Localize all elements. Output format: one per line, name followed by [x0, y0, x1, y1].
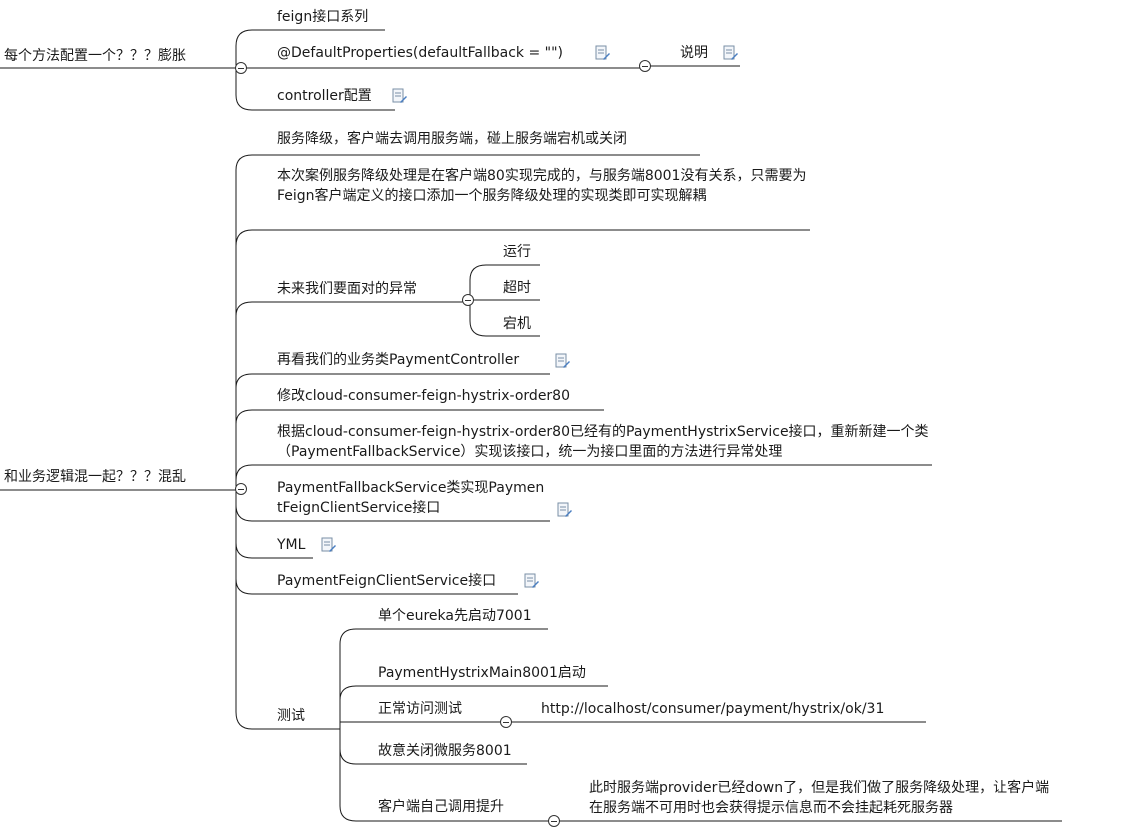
- topic-method-config[interactable]: 每个方法配置一个？？？膨胀: [4, 48, 186, 64]
- node-exception-runtime[interactable]: 运行: [503, 244, 531, 260]
- note-icon[interactable]: [554, 353, 570, 369]
- node-client-self-call-desc[interactable]: 此时服务端provider已经down了，但是我们做了服务降级处理，让客户端在服…: [589, 780, 1050, 816]
- node-start-hystrix-main[interactable]: PaymentHystrixMain8001启动: [378, 665, 586, 681]
- node-feign-interface-series[interactable]: feign接口系列: [277, 9, 369, 25]
- note-icon[interactable]: [556, 502, 572, 518]
- node-service-degradation[interactable]: 服务降级，客户端去调用服务端，碰上服务端宕机或关闭: [277, 131, 627, 147]
- node-normal-access-test[interactable]: 正常访问测试: [378, 701, 462, 717]
- collapse-toggle[interactable]: [235, 62, 247, 74]
- collapse-toggle[interactable]: [548, 815, 560, 827]
- node-yml[interactable]: YML: [277, 537, 306, 553]
- topic-business-logic-mixed[interactable]: 和业务逻辑混一起？？？混乱: [4, 469, 186, 485]
- node-client-self-call[interactable]: 客户端自己调用提升: [378, 799, 504, 815]
- node-case-description[interactable]: 本次案例服务降级处理是在客户端80实现完成的，与服务端8001没有关系，只需要为…: [277, 168, 807, 204]
- node-future-exceptions[interactable]: 未来我们要面对的异常: [277, 281, 417, 297]
- node-test-url[interactable]: http://localhost/consumer/payment/hystri…: [541, 701, 885, 717]
- node-exception-down[interactable]: 宕机: [503, 316, 531, 332]
- node-modify-order80[interactable]: 修改cloud-consumer-feign-hystrix-order80: [277, 388, 571, 404]
- node-fallback-service-desc[interactable]: 根据cloud-consumer-feign-hystrix-order80已经…: [277, 424, 929, 460]
- node-exception-timeout[interactable]: 超时: [503, 280, 531, 296]
- collapse-toggle[interactable]: [462, 294, 474, 306]
- note-icon[interactable]: [722, 45, 738, 61]
- node-controller-config[interactable]: controller配置: [277, 88, 372, 104]
- node-fallback-impl[interactable]: PaymentFallbackService类实现PaymentFeignCli…: [277, 480, 545, 516]
- note-icon[interactable]: [594, 45, 610, 61]
- note-icon[interactable]: [523, 573, 539, 589]
- note-icon[interactable]: [320, 537, 336, 553]
- collapse-toggle[interactable]: [639, 60, 651, 72]
- collapse-toggle[interactable]: [500, 716, 512, 728]
- collapse-toggle[interactable]: [235, 483, 247, 495]
- note-icon[interactable]: [391, 88, 407, 104]
- node-feign-client-interface[interactable]: PaymentFeignClientService接口: [277, 573, 497, 589]
- node-explanation[interactable]: 说明: [680, 45, 708, 61]
- node-test[interactable]: 测试: [277, 708, 305, 724]
- node-shutdown-8001[interactable]: 故意关闭微服务8001: [378, 743, 512, 759]
- node-start-eureka[interactable]: 单个eureka先启动7001: [378, 608, 532, 624]
- node-payment-controller[interactable]: 再看我们的业务类PaymentController: [277, 352, 520, 368]
- node-default-properties[interactable]: @DefaultProperties(defaultFallback = ""): [277, 45, 563, 61]
